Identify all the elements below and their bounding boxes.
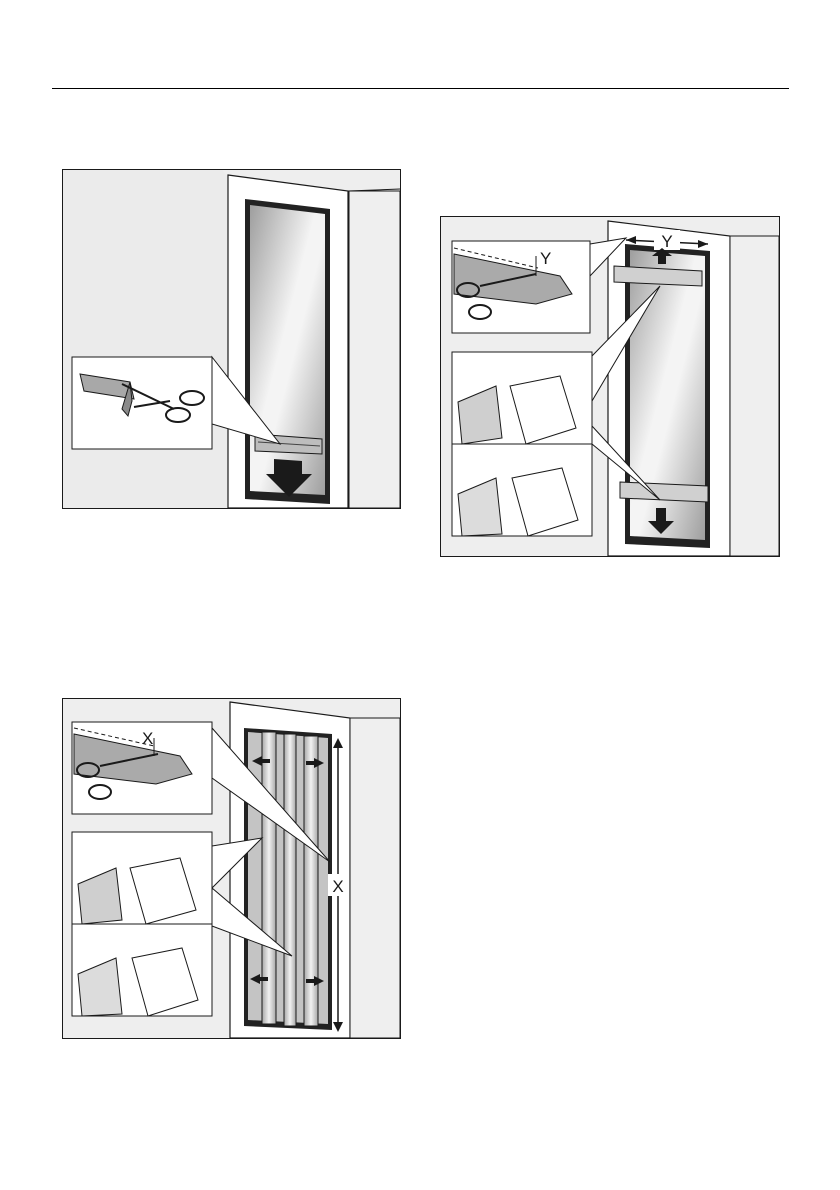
wall-panel [63, 170, 228, 508]
inset-x-label: X [142, 729, 153, 748]
header-rule [52, 88, 789, 89]
mirror-panel [245, 199, 330, 504]
dimension-y-label: Y [661, 232, 672, 251]
figure-trim-bottom-strip [62, 169, 401, 509]
mirror-panel [625, 244, 710, 548]
figure-trim-top-bottom-strips: Y Y [440, 216, 780, 557]
inset-y-label: Y [540, 249, 551, 268]
figure-trim-side-strips: X X [62, 698, 401, 1039]
side-strips [244, 728, 332, 1030]
dimension-x-label: X [332, 877, 343, 896]
